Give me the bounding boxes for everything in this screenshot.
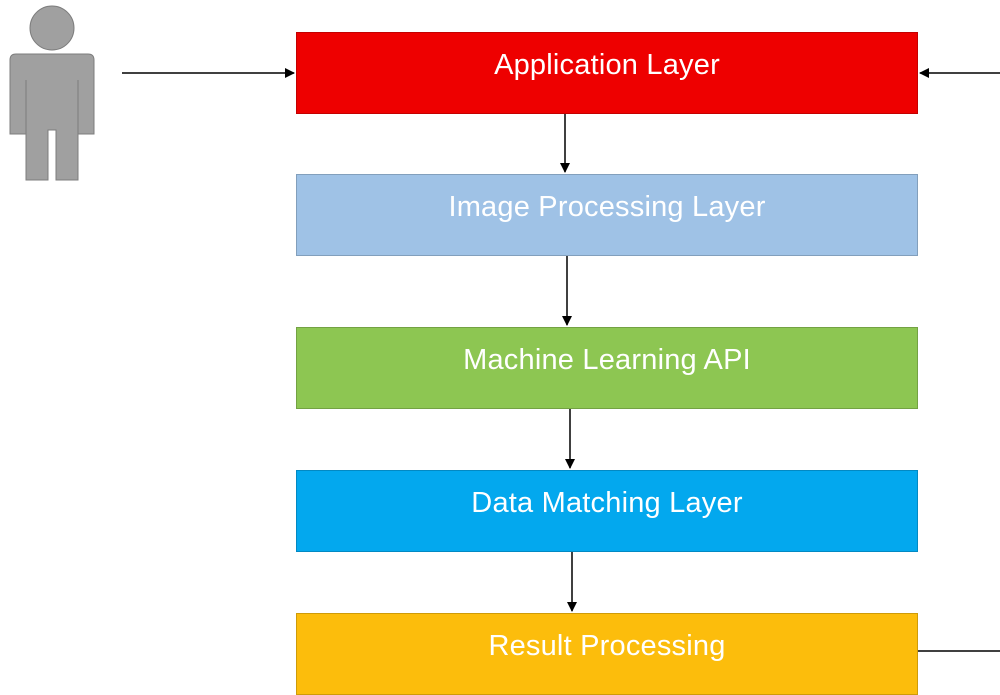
application-layer-label: Application Layer: [494, 49, 720, 81]
data-matching-layer-label: Data Matching Layer: [471, 487, 743, 519]
data-matching-layer-box: Data Matching Layer: [296, 470, 918, 552]
image-processing-layer-box: Image Processing Layer: [296, 174, 918, 256]
result-processing-label: Result Processing: [488, 630, 726, 662]
user-icon: [9, 5, 95, 181]
result-processing-box: Result Processing: [296, 613, 918, 695]
machine-learning-api-box: Machine Learning API: [296, 327, 918, 409]
machine-learning-api-label: Machine Learning API: [463, 344, 751, 376]
application-layer-box: Application Layer: [296, 32, 918, 114]
image-processing-layer-label: Image Processing Layer: [448, 191, 766, 223]
